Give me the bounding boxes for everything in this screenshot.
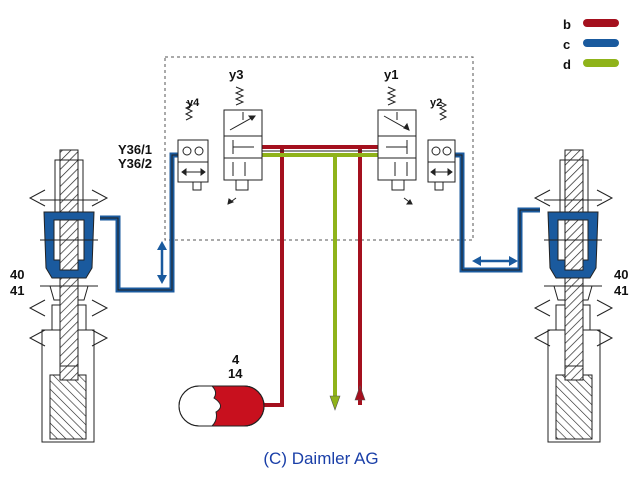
valve-y1 (377, 86, 417, 205)
valve-block-boundary (164, 56, 474, 241)
label-y4: y4 (187, 97, 200, 109)
valve-y4 (177, 101, 209, 191)
label-y36-1: Y36/1 (118, 142, 152, 157)
valve-y3 (223, 86, 263, 205)
legend-swatch-green (583, 59, 619, 67)
label-left-strut-41: 41 (10, 283, 25, 298)
legend-key: d (563, 57, 571, 72)
pressure-lines (262, 145, 378, 407)
label-left-strut-40: 40 (10, 267, 25, 282)
flow-arrow-right (472, 256, 518, 266)
label-y36-2: Y36/2 (118, 156, 152, 171)
left-spring-strut (28, 149, 109, 443)
label-reservoir-4: 4 (232, 352, 240, 367)
legend-key: c (563, 37, 571, 52)
copyright-notice: (C) Daimler AG (263, 449, 379, 468)
flow-arrow-left (157, 241, 167, 284)
label-right-strut-41: 41 (614, 283, 629, 298)
legend-item-b: b (563, 17, 633, 32)
legend-item-c: c (563, 37, 633, 52)
label-reservoir-14: 14 (228, 366, 243, 381)
legend-item-d: d (563, 57, 633, 72)
legend-swatch-blue (583, 39, 619, 47)
label-y2: y2 (430, 97, 443, 109)
label-right-strut-40: 40 (614, 267, 629, 282)
valve-y2 (427, 101, 456, 191)
legend-key: b (563, 17, 571, 32)
legend-swatch-red (583, 19, 619, 27)
label-y3: y3 (229, 67, 244, 82)
right-spring-strut (533, 149, 614, 443)
return-lines (262, 153, 378, 405)
label-y1: y1 (384, 67, 399, 82)
supply-flow-arrow (354, 385, 366, 401)
return-flow-arrow (329, 395, 341, 411)
pressure-reservoir (178, 385, 265, 427)
